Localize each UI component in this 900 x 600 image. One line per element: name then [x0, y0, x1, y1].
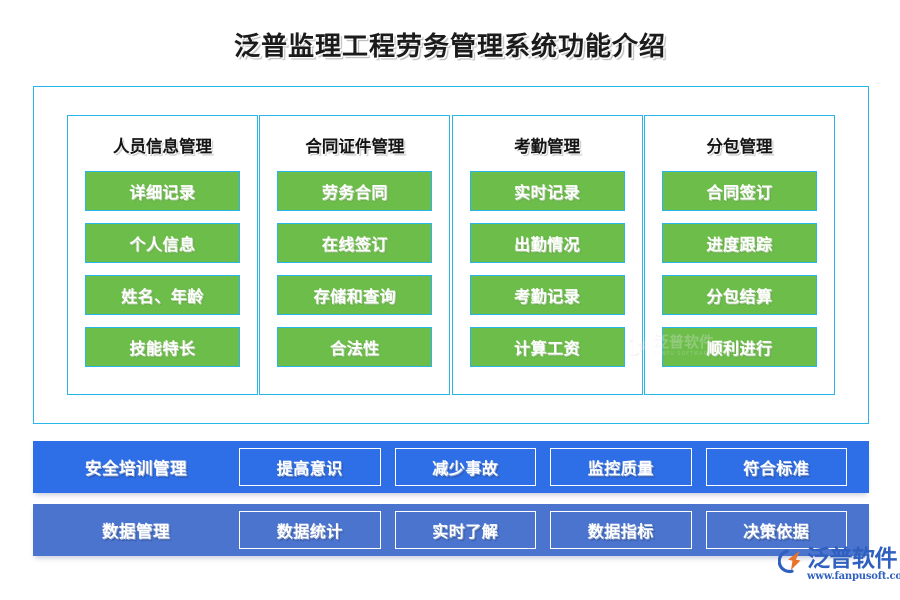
feature-item[interactable]: 分包结算	[661, 275, 817, 315]
column-title: 考勤管理	[514, 137, 581, 156]
feature-item[interactable]: 考勤记录	[469, 275, 625, 315]
feature-item[interactable]: 劳务合同	[277, 171, 433, 211]
feature-column-personnel: 人员信息管理 详细记录 个人信息 姓名、年龄 技能特长	[67, 115, 258, 395]
bar-item[interactable]: 决策依据	[705, 511, 847, 549]
bar-item[interactable]: 监控质量	[550, 448, 692, 486]
bar-item[interactable]: 数据统计	[239, 511, 381, 549]
page-title: 泛普监理工程劳务管理系统功能介绍	[233, 32, 666, 62]
bar-item[interactable]: 符合标准	[705, 448, 847, 486]
bar-data-management: 数据管理 数据统计 实时了解 数据指标 决策依据	[33, 504, 869, 556]
column-title: 人员信息管理	[113, 137, 212, 156]
bar-item[interactable]: 实时了解	[394, 511, 536, 549]
feature-columns-frame: 人员信息管理 详细记录 个人信息 姓名、年龄 技能特长 合同证件管理 劳务合同 …	[33, 86, 869, 424]
bar-heading: 数据管理	[102, 522, 170, 541]
feature-item[interactable]: 出勤情况	[469, 223, 625, 263]
bar-item[interactable]: 提高意识	[239, 448, 381, 486]
bar-heading: 安全培训管理	[85, 459, 187, 478]
feature-item[interactable]: 合同签订	[661, 171, 817, 211]
brand-logo-text: 泛普软件 www.fanpusoft.com	[807, 548, 900, 582]
fanpu-logo-icon	[777, 548, 804, 578]
brand-name: 泛普软件	[807, 546, 898, 572]
feature-column-subcontract: 分包管理 合同签订 进度跟踪 分包结算 顺利进行	[643, 115, 835, 395]
feature-item[interactable]: 进度跟踪	[661, 223, 817, 263]
feature-item[interactable]: 顺利进行	[661, 327, 817, 367]
feature-item[interactable]: 个人信息	[85, 223, 240, 263]
feature-column-attendance: 考勤管理 实时记录 出勤情况 考勤记录 计算工资	[451, 115, 643, 395]
column-title: 合同证件管理	[305, 137, 405, 156]
feature-item[interactable]: 计算工资	[469, 327, 625, 367]
brand-url: www.fanpusoft.com	[807, 571, 900, 582]
bar-items: 提高意识 减少事故 监控质量 符合标准	[239, 448, 851, 486]
feature-item[interactable]: 姓名、年龄	[85, 275, 240, 315]
feature-item[interactable]: 存储和查询	[277, 275, 433, 315]
bar-items: 数据统计 实时了解 数据指标 决策依据	[239, 511, 851, 549]
bar-safety-training: 安全培训管理 提高意识 减少事故 监控质量 符合标准	[33, 441, 869, 493]
feature-columns: 人员信息管理 详细记录 个人信息 姓名、年龄 技能特长 合同证件管理 劳务合同 …	[34, 87, 868, 423]
feature-item[interactable]: 详细记录	[85, 171, 240, 211]
feature-item[interactable]: 在线签订	[277, 223, 433, 263]
bar-item[interactable]: 数据指标	[550, 511, 692, 549]
feature-item[interactable]: 实时记录	[469, 171, 625, 211]
brand-logo: 泛普软件 www.fanpusoft.com	[777, 548, 900, 582]
feature-item[interactable]: 技能特长	[85, 327, 240, 367]
feature-item[interactable]: 合法性	[277, 327, 433, 367]
column-title: 分包管理	[706, 137, 773, 156]
bar-item[interactable]: 减少事故	[394, 448, 536, 486]
feature-column-contract: 合同证件管理 劳务合同 在线签订 存储和查询 合法性	[259, 115, 451, 395]
